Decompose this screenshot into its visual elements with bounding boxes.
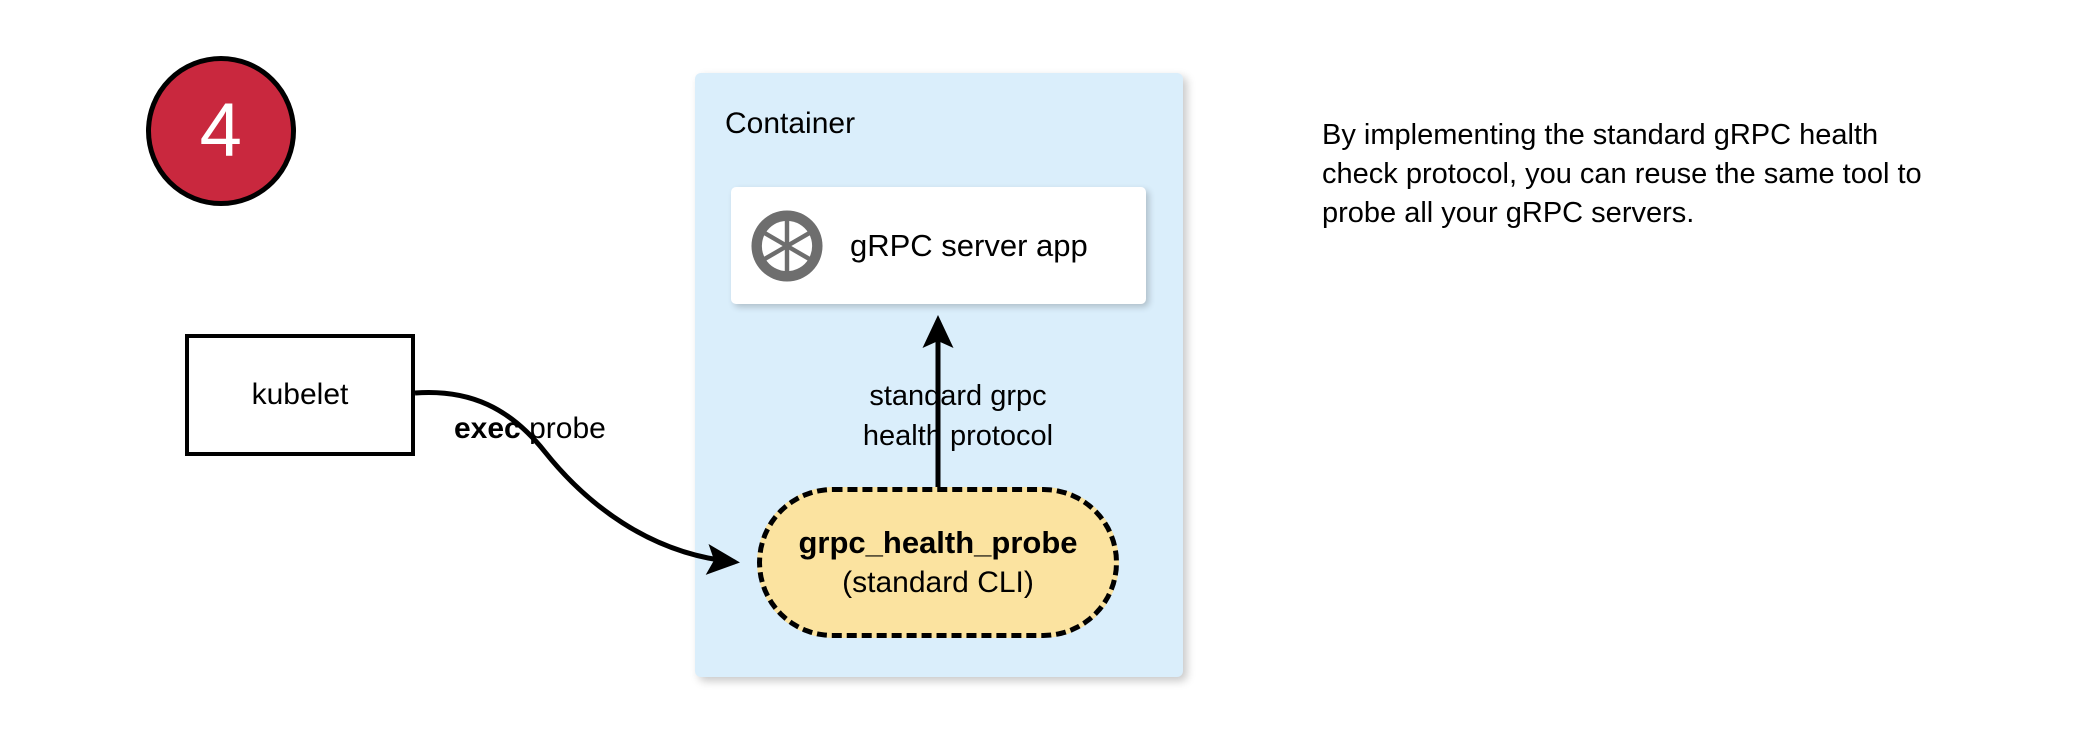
edge-label-exec-probe: exec probe bbox=[454, 412, 606, 446]
edge-label-exec-keyword: exec bbox=[454, 412, 521, 445]
container-title: Container bbox=[725, 107, 856, 140]
grpc-server-app-label: gRPC server app bbox=[850, 227, 1088, 263]
grpc-health-probe-title: grpc_health_probe bbox=[798, 524, 1078, 560]
kubelet-node: kubelet bbox=[185, 334, 415, 456]
explanatory-note: By implementing the standard gRPC health… bbox=[1322, 119, 1922, 229]
grpc-health-probe-node: grpc_health_probe (standard CLI) bbox=[757, 487, 1119, 638]
kubelet-label: kubelet bbox=[251, 378, 349, 411]
edge-label-health-protocol: standard grpc health protocol bbox=[862, 380, 1054, 452]
grpc-server-app-card: gRPC server app bbox=[731, 187, 1146, 304]
aperture-icon bbox=[751, 209, 823, 282]
grpc-health-probe-subtitle: (standard CLI) bbox=[842, 565, 1034, 599]
step-number-badge: 4 bbox=[146, 56, 296, 206]
edge-label-exec-rest: probe bbox=[520, 412, 606, 445]
step-number-text: 4 bbox=[199, 88, 243, 173]
